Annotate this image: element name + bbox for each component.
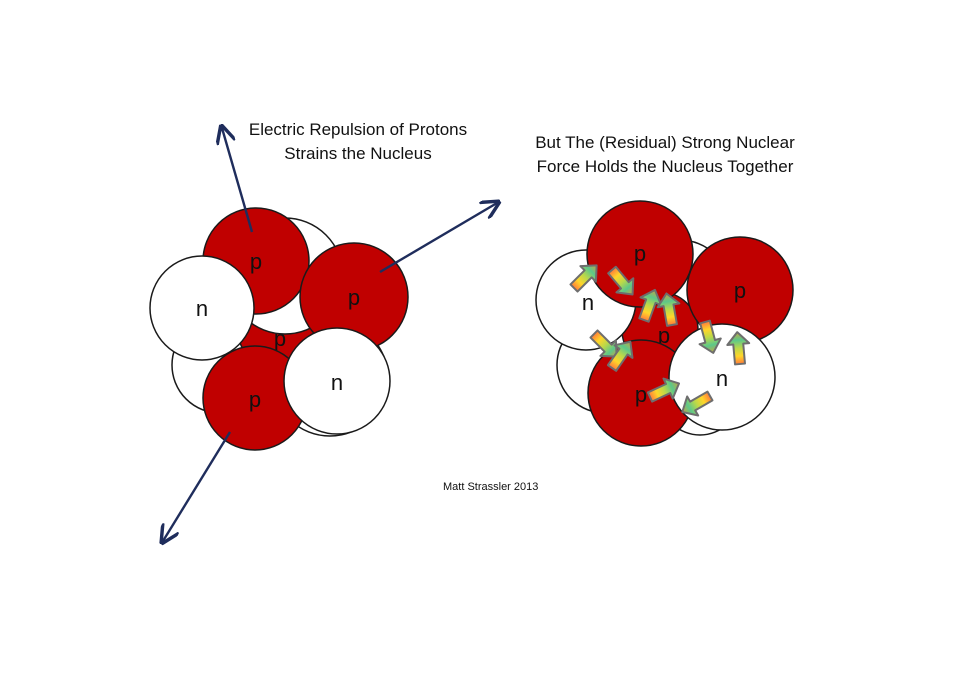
repulsion-arrow [163, 431, 232, 541]
proton: p [202, 345, 308, 451]
caption-electric-repulsion: Electric Repulsion of Protons Strains th… [228, 118, 488, 166]
neutron: n [149, 255, 255, 361]
repulsion-arrows [163, 128, 497, 541]
proton-label: p [734, 278, 746, 303]
repulsion-arrow [222, 128, 254, 233]
neutron-label: n [582, 290, 594, 315]
proton-label: p [249, 387, 261, 412]
neutron-label: n [716, 366, 728, 391]
proton-label: p [658, 323, 670, 348]
neutron-label: n [331, 370, 343, 395]
proton-label: p [635, 382, 647, 407]
neutron-label: n [196, 296, 208, 321]
caption-left-line1: Electric Repulsion of Protons [248, 120, 468, 139]
caption-right-line1: But The (Residual) Strong Nuclear [535, 133, 795, 152]
neutron: n [283, 327, 391, 435]
proton-label: p [250, 249, 262, 274]
nucleus-right: p n p p p n [535, 200, 794, 447]
caption-left-line2: Strains the Nucleus [284, 144, 432, 163]
proton: p [299, 242, 409, 352]
proton-label: p [348, 285, 360, 310]
nucleus-left: p p n p p n [149, 207, 409, 451]
proton: p [586, 200, 694, 308]
caption-strong-force: But The (Residual) Strong Nuclear Force … [515, 131, 815, 179]
author-credit: Matt Strassler 2013 [443, 481, 539, 493]
neutron: n [668, 323, 776, 431]
repulsion-arrow [379, 203, 497, 274]
proton-label: p [634, 241, 646, 266]
caption-right-line2: Force Holds the Nucleus Together [536, 157, 794, 176]
